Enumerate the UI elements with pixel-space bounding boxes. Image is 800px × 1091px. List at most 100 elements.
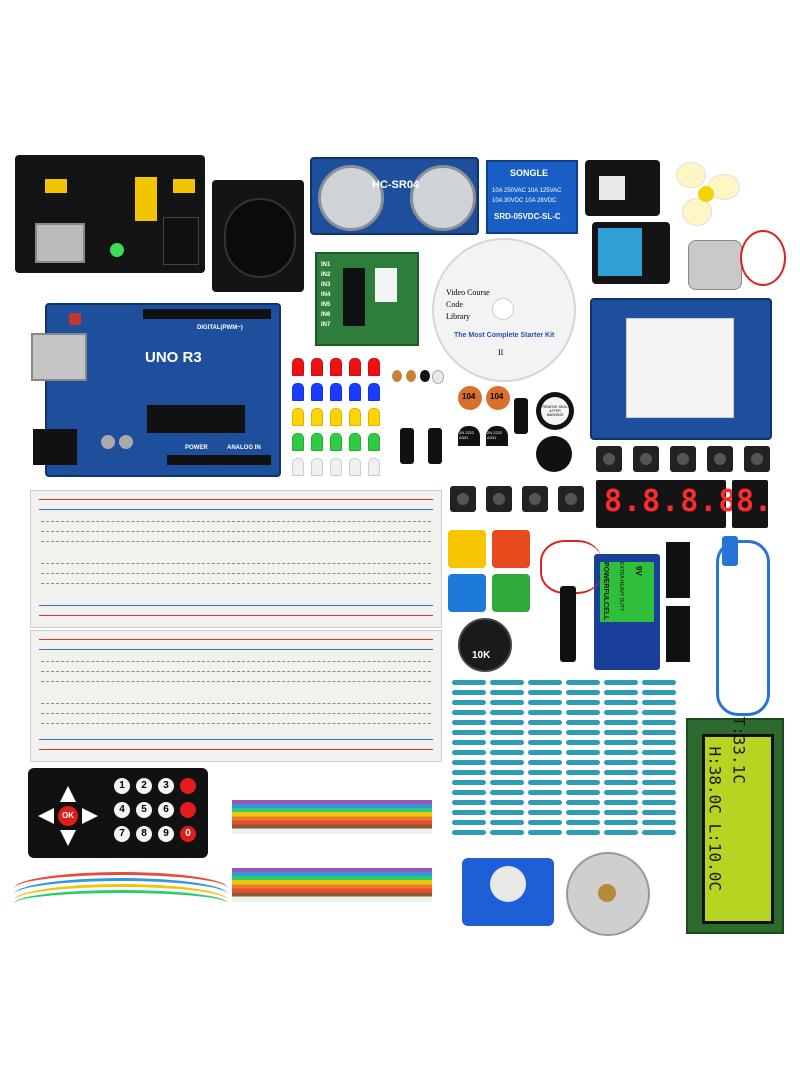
relay-module: SONGLE 10A 250VAC 10A 125VAC 10A 30VDC 1… <box>486 160 578 234</box>
photoresistors <box>392 370 444 420</box>
led <box>311 433 323 451</box>
usb-port <box>35 223 85 263</box>
resistor <box>490 780 524 785</box>
led <box>292 458 304 476</box>
driver-pin-label: IN3 <box>321 282 331 288</box>
led <box>292 383 304 401</box>
arduino-label: UNO R3 <box>145 349 202 366</box>
resistor <box>528 830 562 835</box>
resistor <box>490 730 524 735</box>
resistor <box>528 730 562 735</box>
resistor <box>490 790 524 795</box>
resistor <box>452 790 486 795</box>
resistor <box>452 730 486 735</box>
atmega-chip <box>147 405 245 433</box>
resistor <box>452 760 486 765</box>
resistor <box>452 810 486 815</box>
resistor <box>604 780 638 785</box>
resistor <box>490 710 524 715</box>
usb-cable <box>716 540 770 716</box>
ic-chip-2 <box>666 606 690 662</box>
resistor <box>490 800 524 805</box>
remote-key-ok: OK <box>58 806 78 826</box>
remote-key: 0 <box>180 826 196 842</box>
relay-brand: SONGLE <box>510 168 549 178</box>
resistor <box>604 700 638 705</box>
relay-line1: 10A 250VAC 10A 125VAC <box>492 188 562 194</box>
resistor <box>566 720 600 725</box>
resistor <box>604 720 638 725</box>
resistor <box>604 760 638 765</box>
resistor <box>490 820 524 825</box>
battery-brand: POWERFULCELL <box>602 562 609 621</box>
ribbon-cable-1 <box>232 800 432 834</box>
resistor <box>642 830 676 835</box>
tactile-push-button <box>486 486 512 512</box>
arduino-uno-board: UNO R3 DIGITAL(PWM~) POWER ANALOG IN <box>31 303 281 477</box>
driver-pin-label: IN4 <box>321 292 331 298</box>
resistor <box>604 820 638 825</box>
remote-dpad: OK <box>38 786 98 846</box>
servo-motor <box>462 858 554 926</box>
cd-line-2: Code <box>446 300 463 309</box>
resistor <box>528 690 562 695</box>
led <box>311 408 323 426</box>
resistor <box>566 800 600 805</box>
led <box>311 383 323 401</box>
electrolytic-capacitor-1 <box>400 428 414 464</box>
cd-line-3: Library <box>446 312 470 321</box>
resistor <box>490 750 524 755</box>
transistor-1: 2N 2222 A331 <box>458 426 480 446</box>
resistor <box>604 690 638 695</box>
led <box>330 408 342 426</box>
resistor <box>452 830 486 835</box>
resistor <box>490 690 524 695</box>
resistor <box>566 770 600 775</box>
resistor <box>642 760 676 765</box>
resistor <box>452 780 486 785</box>
driver-pin-label: IN7 <box>321 322 331 328</box>
transducer-right <box>410 165 476 231</box>
electrolytic-capacitor-2 <box>428 428 442 464</box>
driver-pin-label: IN6 <box>321 312 331 318</box>
resistor <box>604 680 638 685</box>
resistor <box>566 730 600 735</box>
resistor <box>642 740 676 745</box>
resistor <box>604 710 638 715</box>
led <box>292 433 304 451</box>
resistor <box>604 770 638 775</box>
joystick-knob <box>224 198 296 278</box>
buzzer-passive <box>536 436 572 472</box>
led <box>330 358 342 376</box>
barrel-plug <box>560 586 576 662</box>
resistor <box>452 710 486 715</box>
resistor <box>490 680 524 685</box>
battery-volt: 9V <box>634 566 643 576</box>
led <box>292 358 304 376</box>
electrolytic-capacitor-3 <box>514 398 528 434</box>
seven-segment-1digit: 8. <box>732 480 772 528</box>
prototype-shield <box>590 298 772 440</box>
resistor <box>604 810 638 815</box>
led <box>349 433 361 451</box>
push-buttons-row-1 <box>596 446 770 476</box>
resistor <box>566 740 600 745</box>
ic-chip-1 <box>666 542 690 598</box>
resistor <box>490 760 524 765</box>
breadboard-top <box>30 490 442 628</box>
led <box>311 458 323 476</box>
header-pins <box>135 177 157 221</box>
resistor <box>528 680 562 685</box>
breadboard-power-module <box>15 155 205 273</box>
analog-label: ANALOG IN <box>227 445 261 451</box>
resistor <box>490 720 524 725</box>
resistor <box>566 700 600 705</box>
led <box>349 383 361 401</box>
resistor-set <box>452 680 682 840</box>
resistor <box>642 680 676 685</box>
mini-breadboard <box>626 318 734 418</box>
jumper-yellow-2 <box>173 179 195 193</box>
resistor <box>604 750 638 755</box>
remote-key: 7 <box>114 826 130 842</box>
cd-roman: II <box>498 348 504 357</box>
